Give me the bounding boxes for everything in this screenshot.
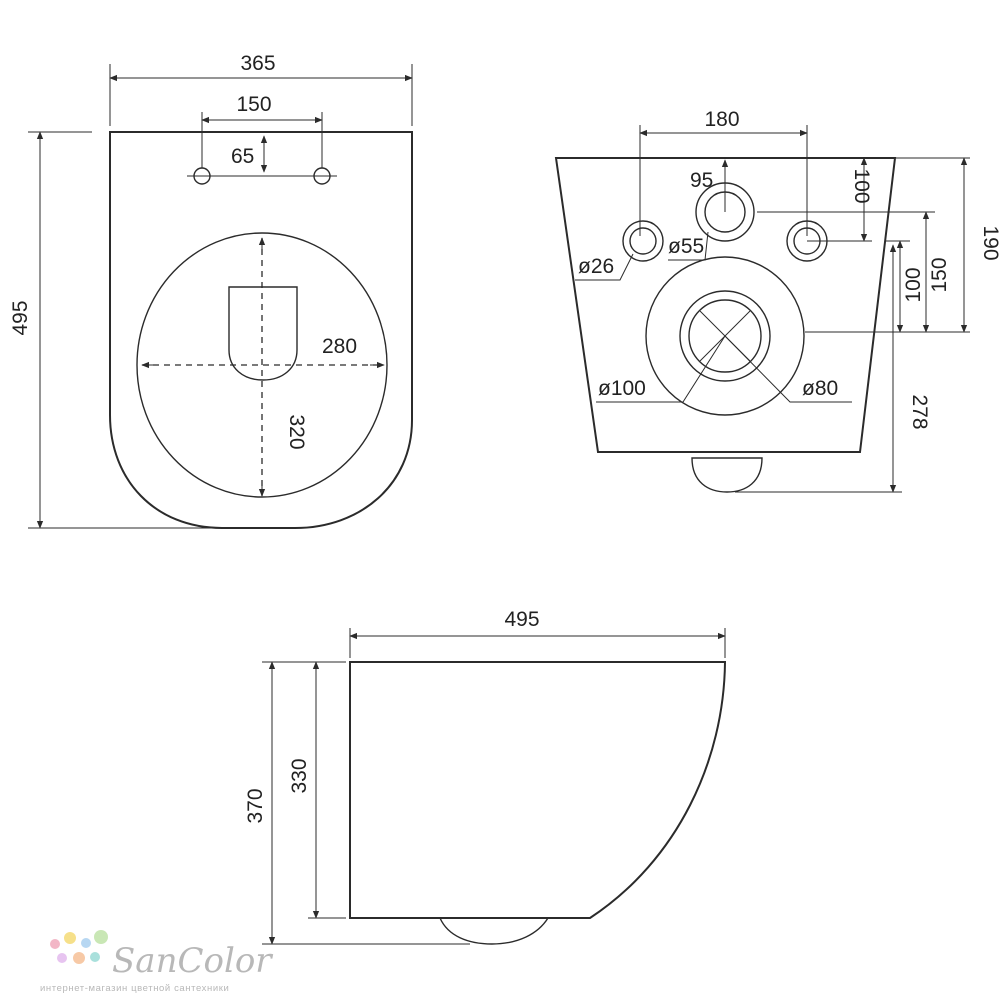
dim-mount-spacing-label: 150 bbox=[236, 93, 271, 116]
dim-stud-spacing-label: 180 bbox=[704, 108, 739, 131]
watermark-dot bbox=[50, 939, 60, 949]
dim-stud-height-lower-label: 100 bbox=[902, 267, 925, 302]
seat-opening-outline bbox=[136, 232, 388, 498]
watermark-dot bbox=[64, 932, 76, 944]
flush-channel-outline bbox=[228, 286, 298, 381]
leader-outlet-outer bbox=[596, 335, 726, 403]
stud-hole-left-inner bbox=[629, 227, 657, 255]
watermark-dots bbox=[50, 930, 108, 964]
dim-total-height-label: 190 bbox=[979, 225, 1000, 260]
watermark-dot bbox=[90, 952, 100, 962]
side-view-outline bbox=[349, 661, 727, 919]
watermark-dot bbox=[81, 938, 91, 948]
side-outlet-bulge bbox=[439, 917, 549, 945]
outlet-inner-ring bbox=[688, 299, 762, 373]
dim-inlet-offset-label: 95 bbox=[690, 169, 713, 192]
top-view: 365 150 65 495 280 320 bbox=[9, 52, 413, 529]
watermark-brand-name: SanColor bbox=[112, 941, 273, 981]
dim-stud-diameter-label: ø26 bbox=[578, 255, 614, 278]
dim-opening-width-label: 280 bbox=[322, 335, 357, 358]
dim-side-height-body-label: 330 bbox=[288, 758, 311, 793]
watermark-dot bbox=[57, 953, 67, 963]
dim-outlet-drop-label: 278 bbox=[908, 394, 931, 429]
rear-view: 180 95 100 100 150 190 278 ø26 ø55 ø100 bbox=[554, 108, 1000, 493]
side-view: 495 370 330 bbox=[244, 608, 727, 945]
stud-hole-left-outer bbox=[622, 220, 664, 262]
dim-outlet-inner-label: ø80 bbox=[802, 377, 838, 400]
dim-opening-length-label: 320 bbox=[285, 414, 308, 449]
outlet-middle-ring bbox=[679, 290, 771, 382]
sancolor-watermark: SanColor интернет-магазин цветной сантех… bbox=[40, 930, 273, 994]
dim-overall-length-label: 495 bbox=[9, 300, 32, 335]
leader-outlet-inner bbox=[724, 335, 852, 403]
rear-view-outline bbox=[554, 157, 897, 453]
dim-outlet-outer-label: ø100 bbox=[598, 377, 646, 400]
rear-outlet-bulge bbox=[691, 457, 763, 493]
dim-inlet-diameter-label: ø55 bbox=[668, 235, 704, 258]
top-view-outline bbox=[109, 131, 413, 529]
outlet-outer-ring bbox=[645, 256, 805, 416]
dim-side-length-label: 495 bbox=[504, 608, 539, 631]
dim-inlet-height-label: 150 bbox=[928, 257, 951, 292]
dim-stud-height-upper-label: 100 bbox=[850, 168, 873, 203]
dim-overall-width-label: 365 bbox=[240, 52, 275, 75]
watermark-tagline: интернет-магазин цветной сантехники bbox=[40, 983, 229, 994]
dim-mount-offset-label: 65 bbox=[231, 145, 254, 168]
leader-inlet-diameter bbox=[668, 231, 709, 261]
watermark-dot bbox=[94, 930, 108, 944]
dim-side-height-total-label: 370 bbox=[244, 788, 267, 823]
watermark-dot bbox=[73, 952, 85, 964]
leader-stud-diameter bbox=[575, 253, 634, 281]
